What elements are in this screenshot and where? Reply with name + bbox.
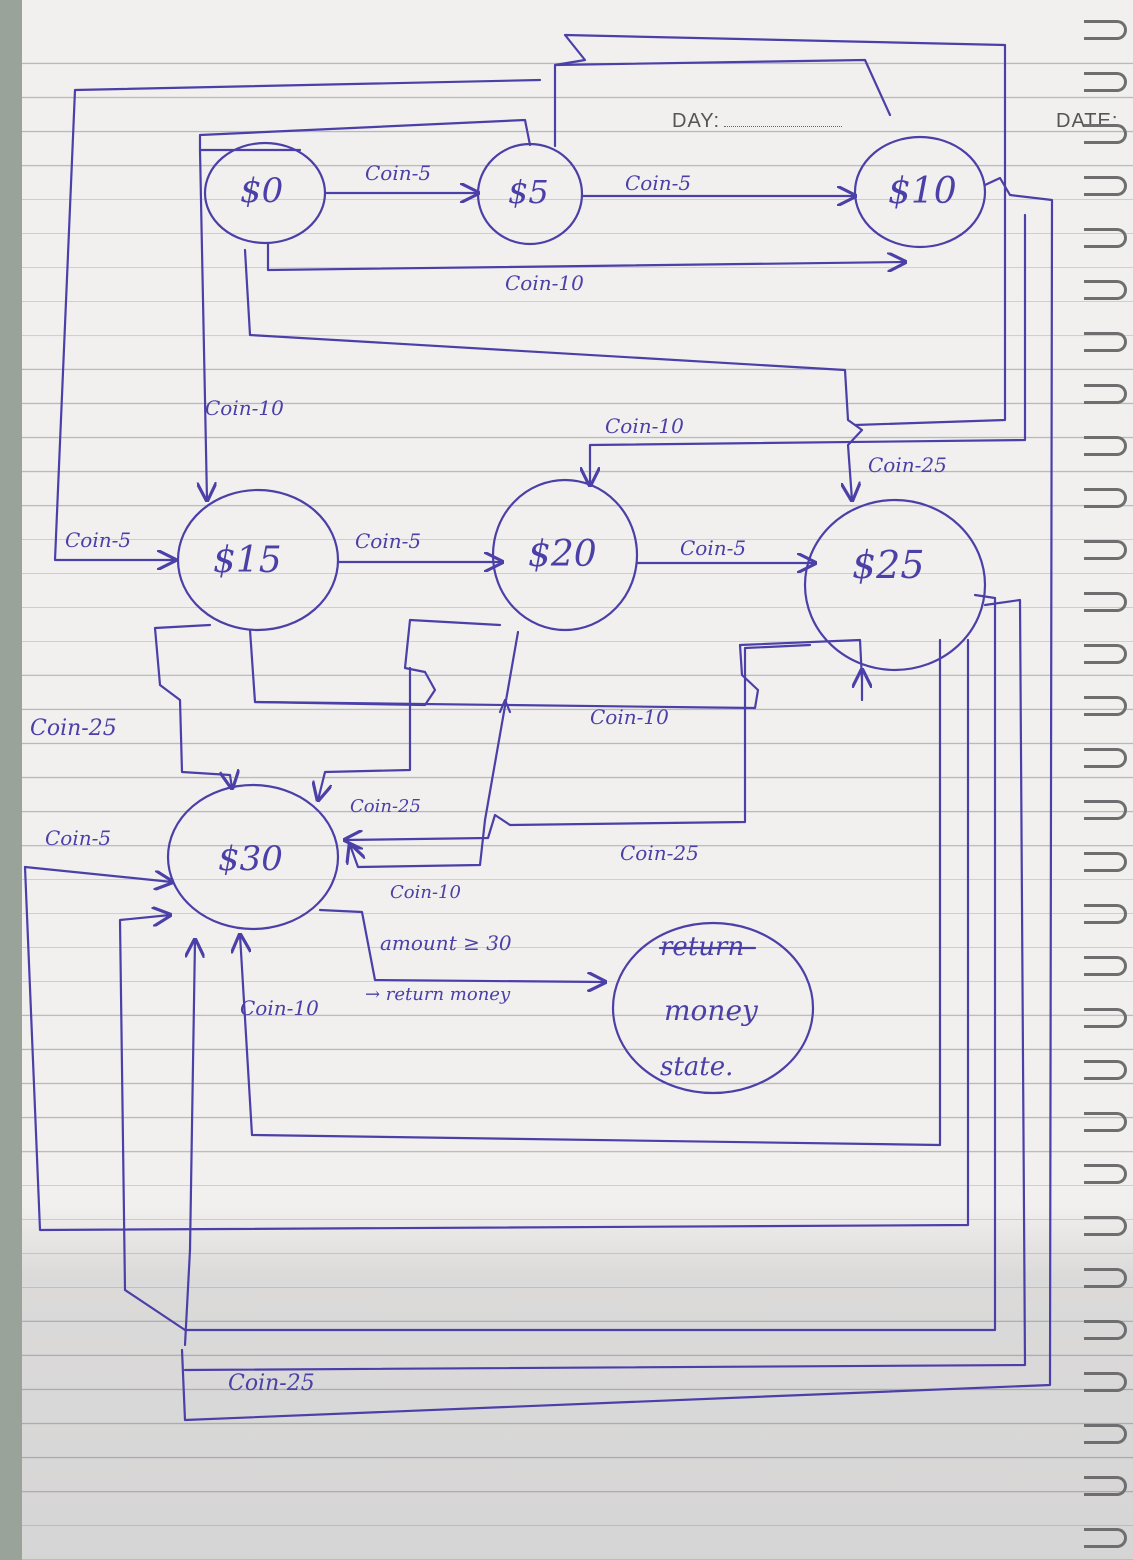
state-15: $15 [176, 488, 340, 632]
edge-10-right-loop [180, 176, 1054, 1422]
state-30-label: $30 [218, 839, 283, 879]
spiral-ring [1084, 72, 1127, 92]
spiral-ring [1084, 488, 1127, 508]
spiral-ring [1084, 1372, 1127, 1392]
notebook-page: DAY: DATE: [22, 0, 1133, 1560]
edge-15-to-30: Coin-25 [30, 623, 232, 788]
spiral-ring [1084, 1060, 1127, 1080]
edge-15-to-20: Coin-5 [336, 529, 502, 562]
edge-0-to-5: Coin-5 [323, 161, 478, 193]
edge-label: Coin-25 [30, 716, 117, 741]
spiral-ring [1084, 20, 1127, 40]
edge-label: Coin-5 [45, 826, 111, 850]
state-0-label: $0 [240, 171, 283, 211]
edge-0-to-25: Coin-25 [243, 248, 947, 500]
spiral-ring [1084, 332, 1127, 352]
spiral-ring [1084, 228, 1127, 248]
edge-20-to-25: Coin-5 [635, 536, 815, 563]
state-20-label: $20 [528, 534, 597, 575]
edge-label: Coin-5 [65, 528, 131, 552]
spiral-ring [1084, 852, 1127, 872]
spiral-ring [1084, 1268, 1127, 1288]
edge-20-to-30-b: Coin-10 [350, 630, 520, 903]
spiral-ring [1084, 1424, 1127, 1444]
edge-5-to-10: Coin-5 [580, 171, 855, 196]
edge-label: Coin-5 [625, 171, 691, 195]
state-5: $5 [476, 142, 584, 246]
spiral-binding [1073, 0, 1133, 1560]
return-money-state: return money state. [611, 921, 815, 1095]
edge-0-to-10: Coin-10 [266, 241, 905, 295]
day-header: DAY: [672, 110, 843, 133]
state-25: $25 [803, 498, 987, 672]
edge-label: Coin-5 [680, 536, 746, 560]
edge-5-top-loop [553, 33, 1007, 427]
state-0: $0 [203, 141, 327, 245]
edge-left-to-15: Coin-5 [53, 78, 542, 560]
return-state-line-3: state. [660, 1052, 733, 1082]
edge-bottom-loops: Coin-25 [118, 593, 1027, 1396]
day-label: DAY: [672, 110, 721, 132]
edge-25-to-30-b: Coin-10 [240, 638, 942, 1147]
edge-label: Coin-25 [228, 1371, 315, 1396]
return-state-line-2: money [664, 994, 759, 1027]
edge-label: Coin-10 [240, 996, 319, 1020]
edge-15-to-25: Coin-10 [248, 618, 862, 729]
spiral-ring [1084, 696, 1127, 716]
state-25-label: $25 [852, 543, 925, 587]
edge-label: amount ≥ 30 [380, 931, 512, 955]
spiral-ring [1084, 748, 1127, 768]
edge-label: Coin-10 [390, 882, 461, 903]
state-10: $10 [853, 135, 987, 249]
spiral-ring [1084, 1320, 1127, 1340]
spiral-ring [1084, 1112, 1127, 1132]
spiral-ring [1084, 1164, 1127, 1184]
edge-25-to-30-a: Coin-25 [345, 643, 812, 865]
edge-label: Coin-25 [868, 453, 947, 477]
spiral-ring [1084, 1216, 1127, 1236]
spiral-ring [1084, 644, 1127, 664]
edge-label: Coin-10 [205, 396, 284, 420]
state-30: $30 [166, 783, 340, 931]
shadow-overlay [22, 1205, 1133, 1560]
spiral-ring [1084, 592, 1127, 612]
edge-30-to-return: amount ≥ 30 → return money [318, 908, 605, 1005]
edge-label: Coin-25 [620, 841, 699, 865]
spiral-ring [1084, 904, 1127, 924]
spiral-ring [1084, 800, 1127, 820]
edge-label: Coin-5 [355, 529, 421, 553]
spiral-ring [1084, 1008, 1127, 1028]
spiral-ring [1084, 124, 1127, 144]
edge-10-to-20: Coin-10 [590, 213, 1027, 485]
state-10-label: $10 [888, 171, 957, 212]
edge-0-to-15: Coin-10 [200, 118, 532, 500]
edge-label: Coin-10 [505, 271, 584, 295]
spiral-ring [1084, 280, 1127, 300]
edge-label: → return money [365, 984, 511, 1005]
state-20: $20 [491, 478, 639, 632]
spiral-ring [1084, 540, 1127, 560]
spiral-ring [1084, 1476, 1127, 1496]
spiral-ring [1084, 436, 1127, 456]
edge-label: Coin-10 [605, 414, 684, 438]
edge-left-to-30: Coin-5 [23, 638, 970, 1232]
spiral-ring [1084, 176, 1127, 196]
edge-20-to-30-a: Coin-25 [318, 666, 421, 817]
edge-label: Coin-10 [590, 705, 669, 729]
edge-label: Coin-5 [365, 161, 431, 185]
spiral-ring [1084, 384, 1127, 404]
spiral-ring [1084, 1528, 1127, 1548]
state-5-label: $5 [508, 173, 549, 211]
spiral-ring [1084, 956, 1127, 976]
edge-label: Coin-25 [350, 796, 421, 817]
state-15-label: $15 [213, 540, 282, 581]
